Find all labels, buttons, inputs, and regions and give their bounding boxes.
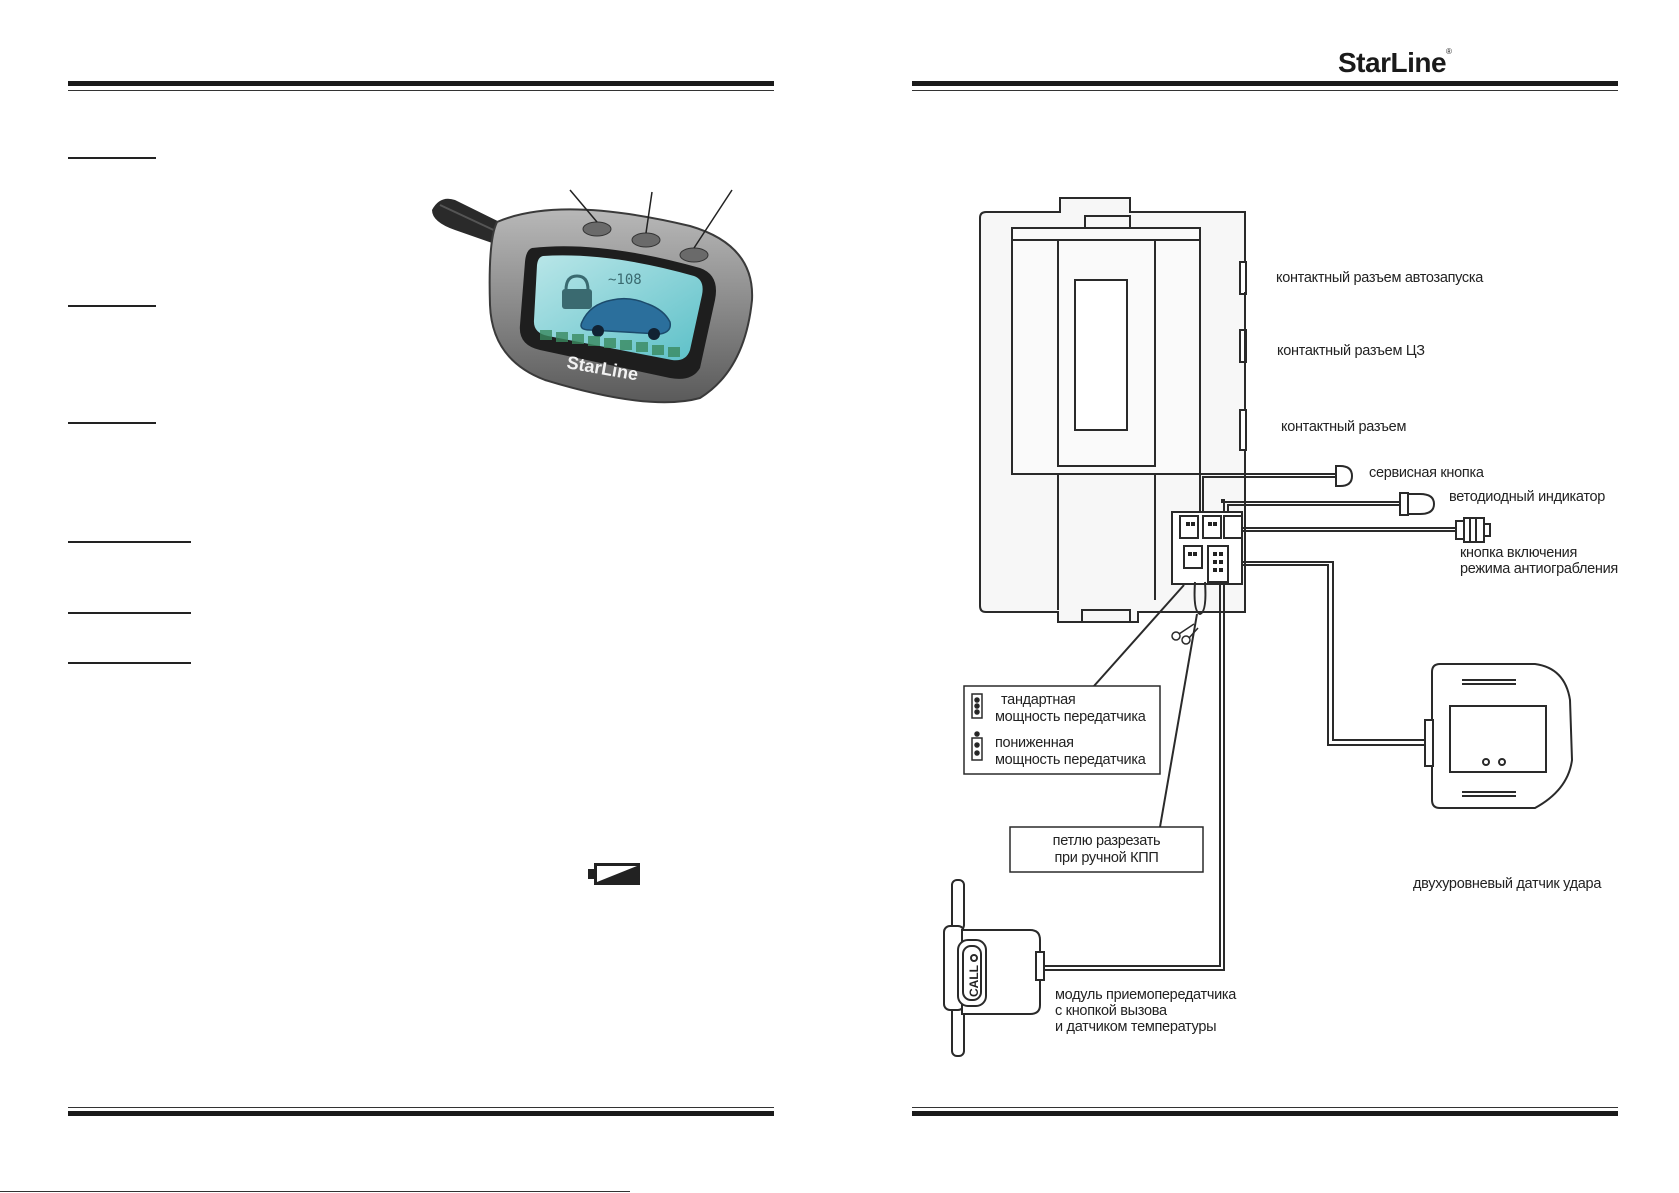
antihijack-button-icon: [1463, 517, 1485, 543]
label-connector: контактный разъем: [1281, 419, 1407, 435]
transceiver-module: [943, 879, 1045, 1057]
battery-low-icon: [588, 863, 640, 885]
fob-button-left: [582, 221, 612, 237]
right-footer-rule: [912, 1111, 1618, 1116]
shock-sensor: [1424, 663, 1574, 809]
section-underline-4: [68, 541, 191, 543]
left-footer-rule-thin: [68, 1107, 774, 1108]
label-autostart-connector: контактный разъем автозапуска: [1276, 270, 1484, 286]
remote-key-fob: ~108 StarLine: [432, 189, 754, 404]
label-standard-power-line1: тандартная: [1001, 692, 1076, 708]
fob-button-right: [679, 247, 709, 263]
loop-cut-box: [1009, 826, 1204, 873]
label-transceiver-line3: и датчиком температуры: [1055, 1019, 1217, 1035]
label-central-lock-connector: контактный разъем ЦЗ: [1277, 343, 1425, 359]
label-loop-cut-line1: петлю разрезать: [1052, 833, 1161, 849]
left-header-rule: [68, 81, 774, 86]
led-indicator-icon: [1407, 493, 1436, 515]
right-header-rule: [912, 81, 1618, 86]
section-underline-1: [68, 157, 156, 159]
bottom-edge-rule: [0, 1191, 630, 1192]
left-footer-rule: [68, 1111, 774, 1116]
label-reduced-power-line2: мощность передатчика: [995, 752, 1146, 768]
main-control-unit: [979, 197, 1247, 645]
right-footer-rule-thin: [912, 1107, 1618, 1108]
label-shock-sensor: двухуровневый датчик удара: [1413, 876, 1602, 892]
brand-logo: StarLine®: [1338, 47, 1452, 78]
service-button-icon: [1335, 465, 1354, 487]
section-underline-6: [68, 662, 191, 664]
label-transceiver-line2: с кнопкой вызова: [1055, 1003, 1167, 1019]
label-service-button: сервисная кнопка: [1369, 465, 1484, 481]
car-icon: [580, 297, 672, 335]
label-standard-power-line2: мощность передатчика: [995, 709, 1146, 725]
power-legend-box: [963, 685, 1161, 775]
label-antihijack-button-line2: режима антиограбления: [1460, 561, 1618, 577]
label-led-indicator: ветодиодный индикатор: [1449, 489, 1606, 505]
section-underline-2: [68, 305, 156, 307]
section-underline-5: [68, 612, 191, 614]
call-button-label: CALL: [967, 965, 981, 997]
svg-text:~108: ~108: [608, 272, 642, 288]
section-underline-3: [68, 422, 156, 424]
label-loop-cut-line2: при ручной КПП: [1054, 850, 1159, 866]
left-header-rule-thin: [68, 90, 774, 91]
label-reduced-power-line1: пониженная: [995, 735, 1074, 751]
fob-button-middle: [631, 232, 661, 248]
label-antihijack-button-line1: кнопка включения: [1460, 545, 1578, 561]
wiring: [1043, 465, 1491, 971]
right-header-rule-thin: [912, 90, 1618, 91]
label-transceiver-line1: модуль приемопередатчика: [1055, 987, 1237, 1003]
